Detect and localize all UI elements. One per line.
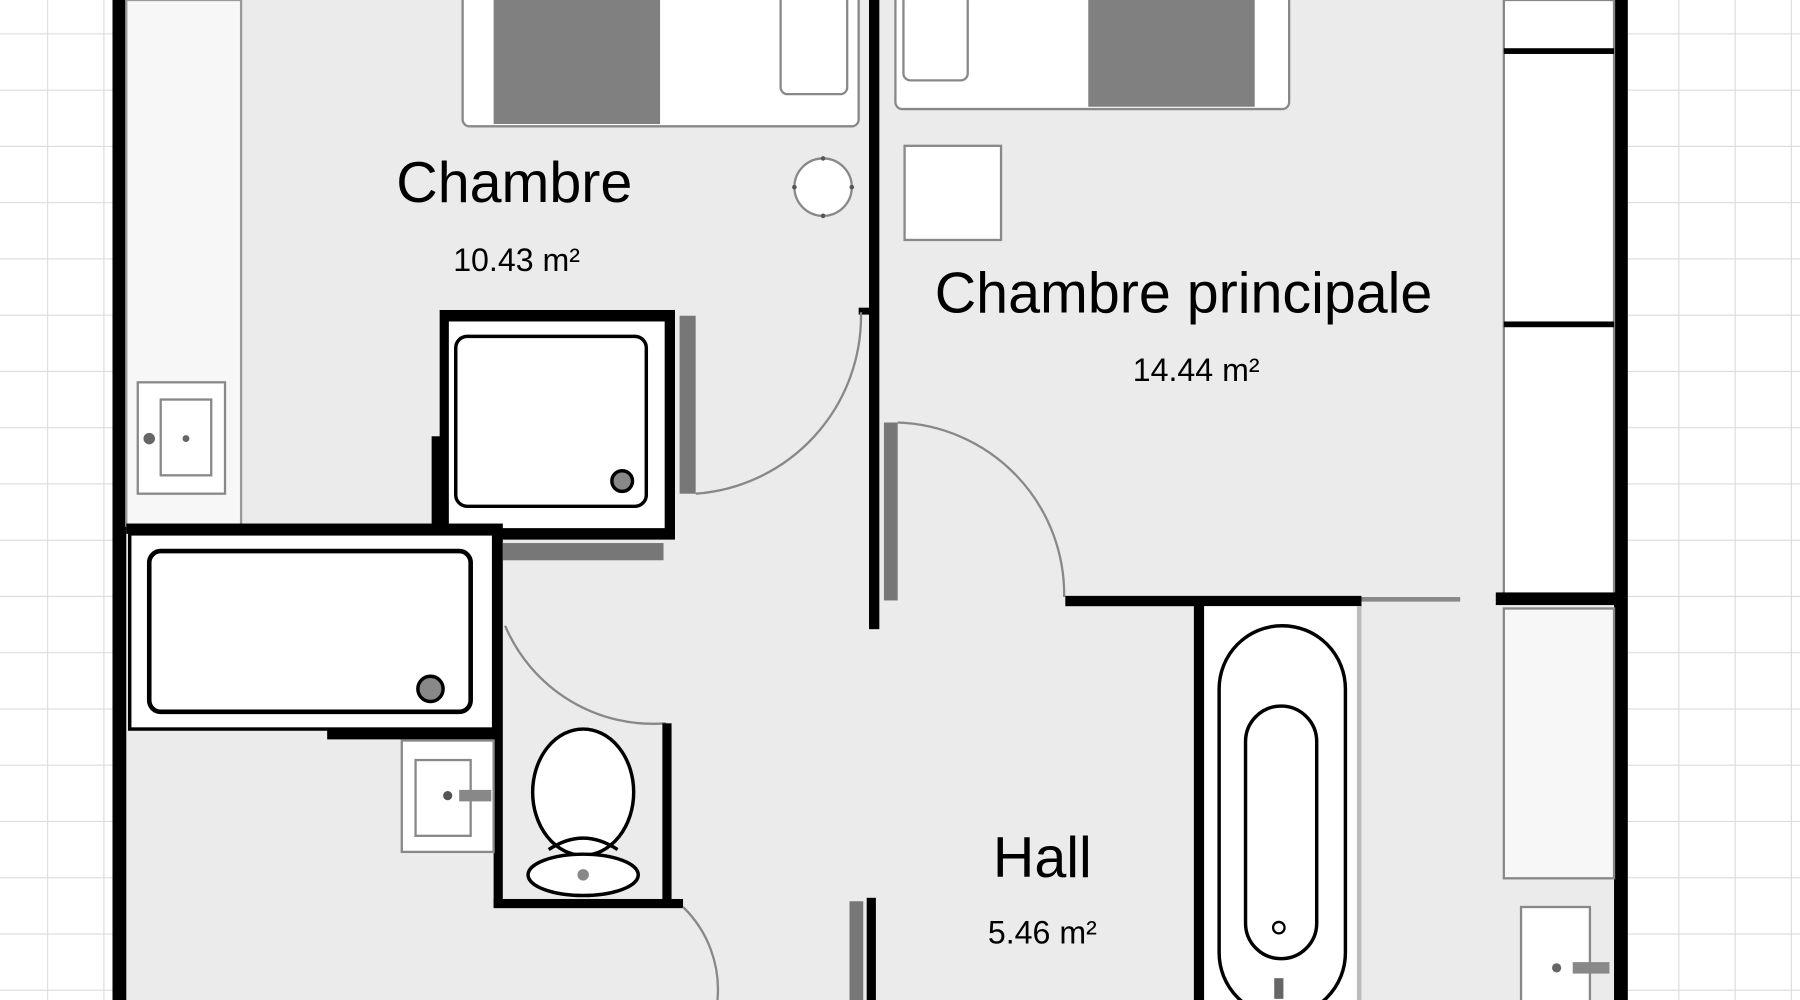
interior-wall — [1193, 602, 1205, 1000]
room-name: Chambre principale — [935, 261, 1433, 325]
interior-wall — [662, 723, 672, 908]
outer-wall-right — [1614, 0, 1628, 1000]
door-swing — [504, 625, 666, 725]
sink-icon — [1519, 905, 1610, 1000]
door-icon — [679, 315, 696, 494]
door-icon — [883, 422, 898, 601]
interior-wall — [858, 307, 870, 315]
door-swing — [695, 312, 863, 495]
room-name: Hall — [993, 826, 1092, 890]
interior-wall — [126, 523, 503, 534]
interior-wall — [327, 729, 500, 740]
bathtub-icon — [127, 532, 496, 731]
interior-wall — [431, 436, 442, 540]
bathtub-icon — [1217, 624, 1348, 1000]
bed-icon — [894, 0, 1291, 111]
interior-wall — [869, 0, 880, 630]
wardrobe — [1502, 0, 1616, 599]
sink-icon — [400, 739, 495, 854]
bed-icon — [461, 0, 860, 128]
room-name: Chambre — [396, 151, 632, 215]
interior-wall — [1495, 592, 1620, 606]
door-swing — [897, 421, 1066, 598]
closet-right — [1502, 607, 1616, 880]
room-area: 10.43 m² — [453, 242, 580, 278]
nightstand-icon — [903, 144, 1003, 242]
sink-icon — [136, 381, 227, 495]
outer-wall-left — [112, 0, 127, 1000]
interior-wall — [493, 898, 684, 909]
door-swing — [682, 906, 720, 1000]
room-area: 14.44 m² — [1133, 352, 1260, 388]
interior-wall — [1356, 606, 1362, 1000]
door-icon — [1361, 597, 1461, 602]
toilet-icon — [526, 727, 640, 898]
door-icon — [849, 901, 864, 1000]
room-area: 5.46 m² — [988, 915, 1097, 951]
shower-icon — [439, 309, 675, 540]
interior-wall — [866, 897, 876, 1000]
lamp-icon — [792, 156, 855, 219]
interior-wall — [493, 530, 503, 908]
door-icon — [502, 543, 664, 561]
interior-wall — [1065, 595, 1362, 607]
